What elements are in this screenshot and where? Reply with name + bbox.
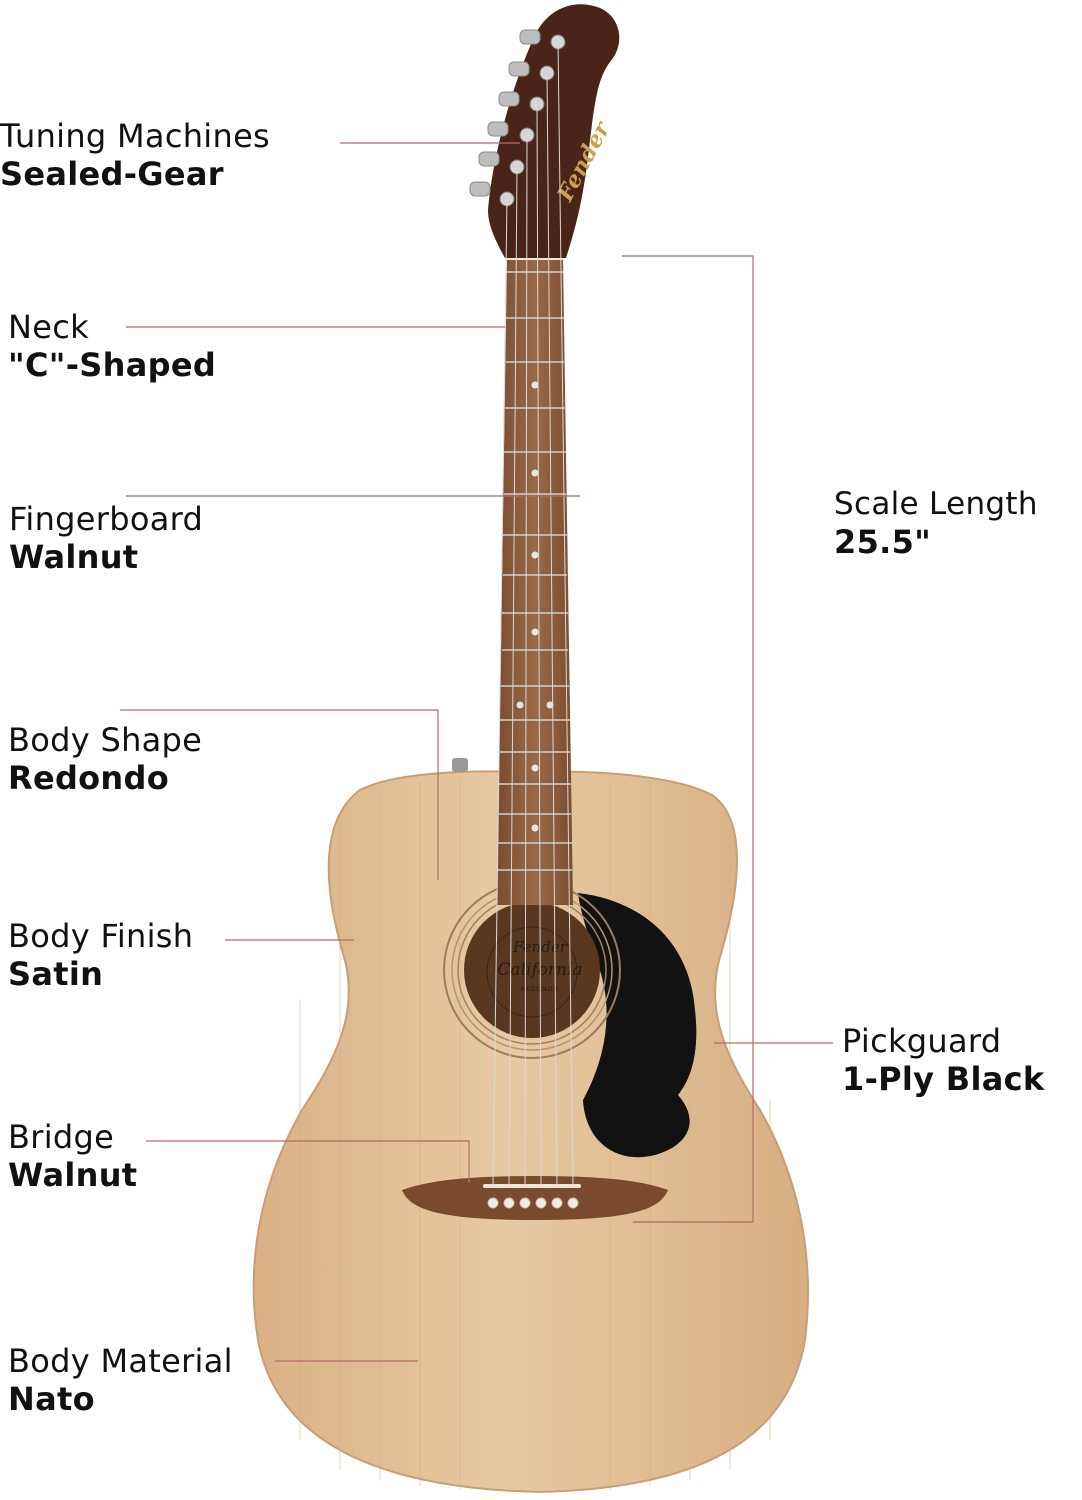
spec-value: Nato xyxy=(8,1380,95,1419)
spec-name: Scale Length xyxy=(834,486,1038,522)
soundhole-series: REDONDO xyxy=(521,986,559,993)
spec-name: Body Shape xyxy=(8,721,203,759)
spec-body-material: Body Material Nato xyxy=(8,1342,233,1419)
spec-tuning-machines: Tuning Machines Sealed-Gear xyxy=(0,117,270,194)
spec-value: Satin xyxy=(8,955,104,994)
spec-name: Fingerboard xyxy=(9,500,204,538)
spec-value: Sealed-Gear xyxy=(0,155,224,194)
spec-pickguard: Pickguard 1-Ply Black xyxy=(842,1022,1044,1099)
spec-name: Bridge xyxy=(8,1118,115,1156)
saddle xyxy=(483,1184,581,1188)
spec-name: Tuning Machines xyxy=(0,117,271,155)
spec-value: Redondo xyxy=(8,759,170,798)
spec-neck: Neck "C"-Shaped xyxy=(8,308,216,385)
headstock-shape xyxy=(488,4,620,259)
bridge-shape xyxy=(402,1176,668,1220)
spec-value: 25.5" xyxy=(834,523,932,562)
strings xyxy=(492,41,574,1187)
spec-name: Pickguard xyxy=(842,1022,1002,1060)
spec-bridge: Bridge Walnut xyxy=(8,1118,137,1195)
soundhole-label-ring xyxy=(486,926,578,1018)
spec-value: Walnut xyxy=(9,538,139,577)
bridge-pins xyxy=(487,1197,579,1209)
tuning-pegs xyxy=(469,29,566,207)
spec-name: Neck xyxy=(8,308,89,346)
fingerboard-shape xyxy=(497,258,573,905)
spec-name: Body Material xyxy=(8,1342,233,1380)
spec-body-finish: Body Finish Satin xyxy=(8,917,193,994)
spec-value: 1-Ply Black xyxy=(842,1060,1045,1099)
spec-value: "C"-Shaped xyxy=(8,346,217,385)
frets xyxy=(498,271,572,871)
fret-markers xyxy=(516,381,554,832)
spec-value: Walnut xyxy=(8,1156,138,1195)
spec-name: Body Finish xyxy=(8,917,194,955)
soundhole xyxy=(464,902,600,1038)
spec-fingerboard: Fingerboard Walnut xyxy=(9,500,203,577)
strap-button xyxy=(452,758,468,772)
spec-scale-length: Scale Length 25.5" xyxy=(834,486,1038,562)
spec-body-shape: Body Shape Redondo xyxy=(8,721,202,798)
